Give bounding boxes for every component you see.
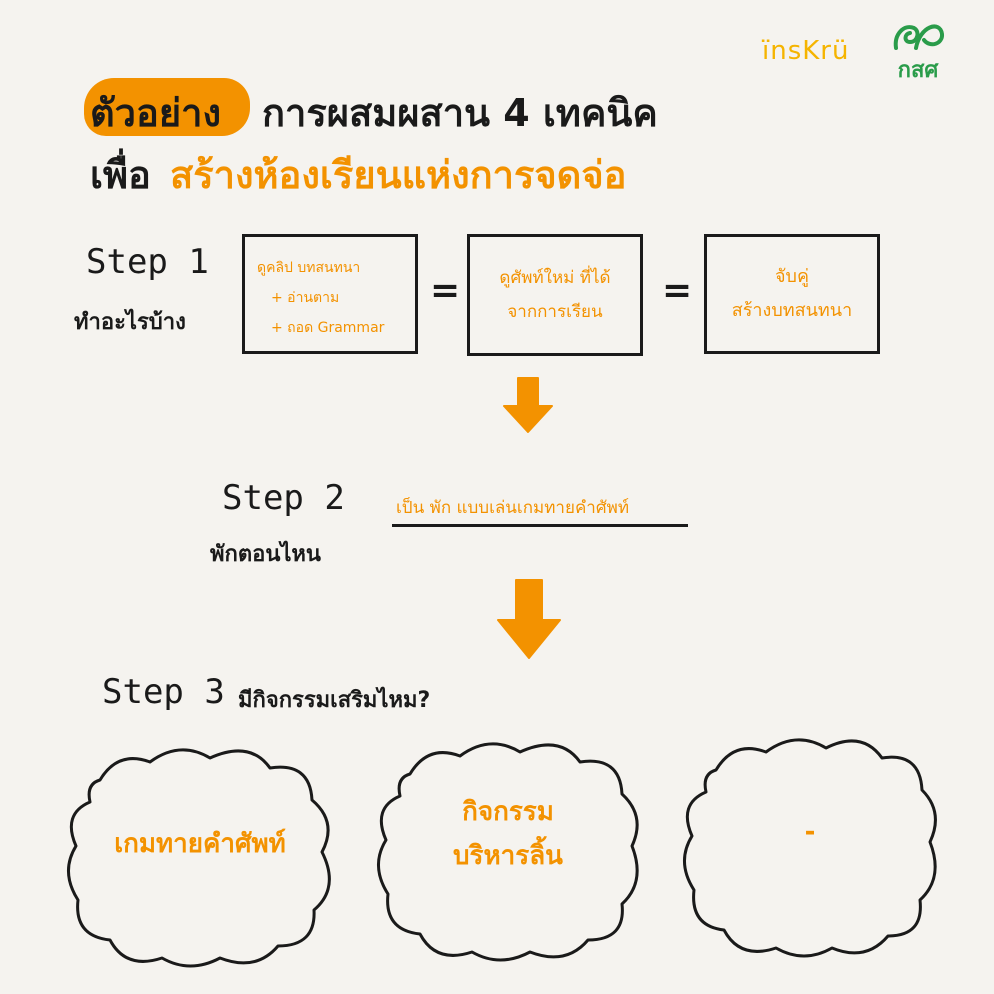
down-arrow-icon bbox=[503, 377, 553, 433]
step3-question: มีกิจกรรมเสริมไหม? bbox=[238, 688, 431, 713]
step3-title: Step 3 bbox=[102, 672, 225, 712]
box2-line: ดูศัพท์ใหม่ ที่ได้ bbox=[499, 268, 611, 288]
kosok-logo-text: กสศ bbox=[897, 58, 939, 83]
box2-line: จากการเรียน bbox=[507, 302, 603, 322]
box1-line: + อ่านตาม bbox=[271, 290, 340, 306]
step1-box-pair-dialogue: จับคู่ สร้างบทสนทนา bbox=[704, 234, 880, 354]
answer-underline bbox=[392, 524, 688, 527]
equals-sign: = bbox=[430, 270, 461, 311]
title-line2-accent: สร้างห้องเรียนแห่งการจดจ่อ bbox=[170, 153, 627, 197]
cloud-shape bbox=[67, 748, 331, 968]
box3-line: จับคู่ bbox=[774, 266, 809, 287]
title-highlight-text: ตัวอย่าง bbox=[90, 91, 221, 135]
down-arrow-icon bbox=[497, 579, 561, 659]
step1-title: Step 1 bbox=[86, 242, 209, 282]
box3-line: สร้างบทสนทนา bbox=[731, 300, 853, 321]
cloud-label-empty: - bbox=[676, 810, 944, 854]
cloud-shape bbox=[377, 742, 639, 962]
title-line1: การผสมผสาน 4 เทคนิค bbox=[262, 91, 658, 135]
title-line2-prefix: เพื่อ bbox=[90, 153, 151, 197]
inskru-logo: ïnsKrü bbox=[762, 36, 849, 66]
step1-box-watch-clip: ดูคลิป บทสนทนา + อ่านตาม + ถอด Grammar bbox=[242, 234, 418, 354]
step1-box-new-words: ดูศัพท์ใหม่ ที่ได้ จากการเรียน bbox=[467, 234, 643, 356]
step2-subtitle: พักตอนไหน bbox=[210, 542, 321, 567]
sprout-icon bbox=[893, 24, 944, 50]
cloud-shape bbox=[683, 738, 937, 958]
step1-subtitle: ทำอะไรบ้าง bbox=[74, 310, 186, 335]
step2-answer: เป็น พัก แบบเล่นเกมทายคำศัพท์ bbox=[396, 498, 630, 518]
kosok-logo: กสศ bbox=[886, 18, 950, 87]
cloud-label-tongue-exercise: กิจกรรม บริหารลิ้น bbox=[370, 790, 646, 878]
box1-line: + ถอด Grammar bbox=[271, 320, 385, 336]
cloud-line: บริหารลิ้น bbox=[453, 841, 563, 871]
title-highlight bbox=[84, 78, 250, 136]
box1-line: ดูคลิป บทสนทนา bbox=[257, 260, 361, 276]
inskru-logo-text: ïnsKrü bbox=[762, 36, 850, 66]
cloud-line: - bbox=[804, 817, 816, 847]
step2-title: Step 2 bbox=[222, 478, 345, 518]
cloud-label-vocab-game: เกมทายคำศัพท์ bbox=[60, 822, 340, 866]
cloud-line: กิจกรรม bbox=[462, 797, 554, 827]
cloud-line: เกมทายคำศัพท์ bbox=[114, 829, 286, 859]
equals-sign: = bbox=[662, 270, 693, 311]
